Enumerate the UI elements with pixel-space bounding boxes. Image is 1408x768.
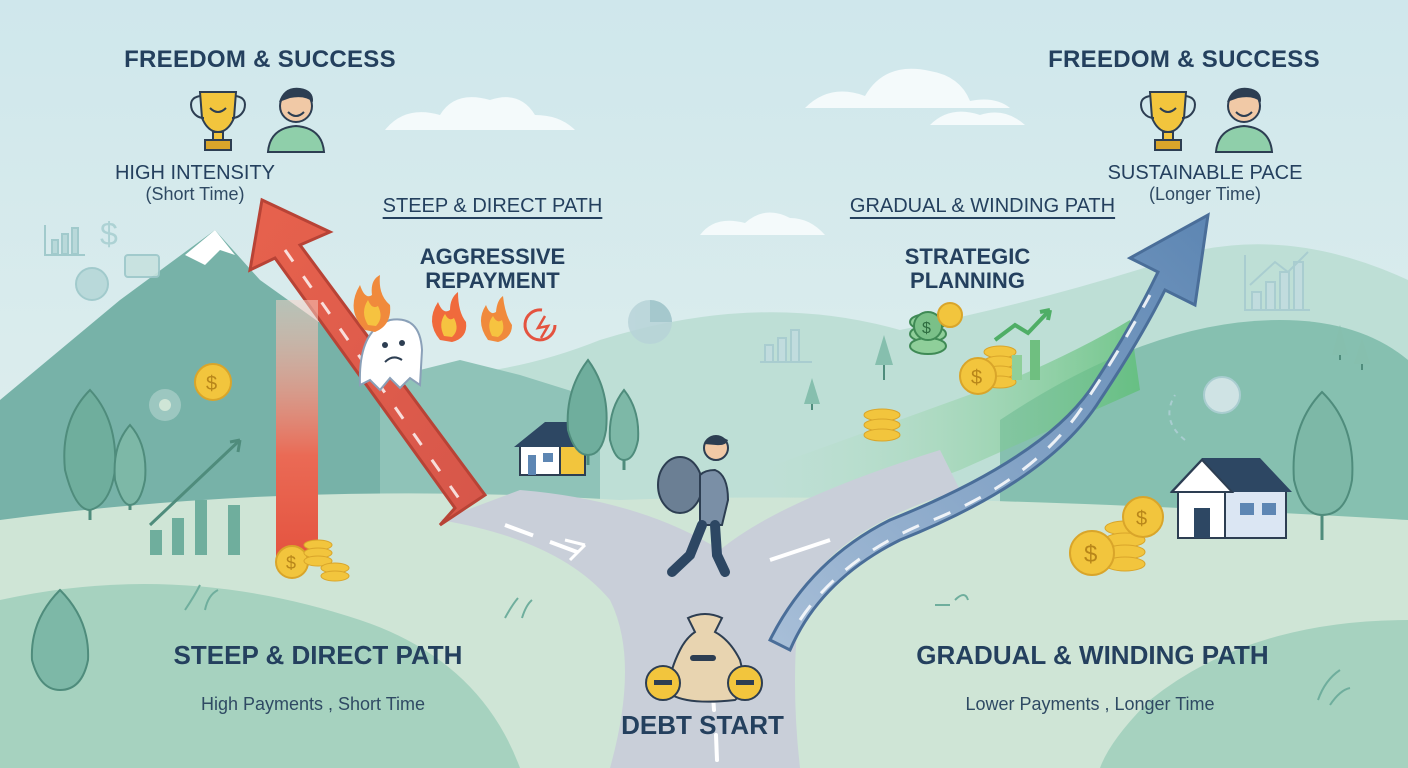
person-icon <box>1214 87 1274 153</box>
right-bottom-title: GRADUAL & WINDING PATH <box>916 640 1269 670</box>
plant-icon <box>184 584 1351 706</box>
chart-icon <box>148 438 242 555</box>
svg-text:$: $ <box>922 320 931 337</box>
right-pace-label: SUSTAINABLE PACE <box>1107 162 1303 184</box>
svg-text:$: $ <box>971 367 982 389</box>
left-strategy-line-1: AGGRESSIVE <box>419 244 566 269</box>
tree-icon <box>30 588 90 692</box>
right-strategy-line-1: STRATEGIC <box>904 244 1031 269</box>
right-top-title: FREEDOM & SUCCESS <box>1048 46 1320 73</box>
chart-icon <box>1168 251 1310 441</box>
cloud-icon <box>385 68 1025 235</box>
svg-text:$: $ <box>206 373 217 395</box>
svg-text:$: $ <box>1084 541 1097 568</box>
person-icon <box>266 87 326 153</box>
coin-icon: $ $ <box>1069 496 1164 576</box>
svg-text:$: $ <box>100 216 118 252</box>
tree-icon <box>63 388 147 520</box>
left-intensity-label: HIGH INTENSITY <box>114 162 275 184</box>
chart-icon: $ <box>44 216 160 301</box>
chart-icon <box>628 300 672 344</box>
ghost-icon <box>358 318 424 392</box>
coin-icon: $ $ <box>194 363 350 582</box>
tree-icon <box>566 358 640 470</box>
debt-start-label: DEBT START <box>621 710 784 740</box>
right-strategy-line-2: PLANNING <box>910 268 1025 293</box>
right-pace-note: (Longer Time) <box>1148 184 1262 204</box>
red-pillar <box>276 300 318 560</box>
tree-icon <box>804 325 1370 540</box>
right-path-label: GRADUAL & WINDING PATH <box>849 195 1116 217</box>
fire-icon <box>353 275 512 342</box>
left-top-title: FREEDOM & SUCCESS <box>124 46 396 73</box>
hiker-icon <box>657 435 730 577</box>
left-intensity-note: (Short Time) <box>145 184 245 204</box>
chart-icon <box>993 308 1052 380</box>
gear-icon <box>149 389 181 421</box>
house-icon <box>1169 458 1292 539</box>
trophy-icon <box>1140 91 1196 151</box>
svg-text:$: $ <box>1136 508 1147 530</box>
svg-text:$: $ <box>286 553 296 573</box>
left-strategy-line-2: REPAYMENT <box>425 268 560 293</box>
timer-icon <box>523 308 557 342</box>
trophy-icon <box>190 91 246 151</box>
money-bag-icon <box>645 613 763 703</box>
chart-icon <box>760 329 812 363</box>
winding-arrow <box>767 212 1210 653</box>
coin-icon: $ $ <box>863 302 1017 442</box>
left-bottom-note: High Payments , Short Time <box>200 694 426 714</box>
right-bottom-note: Lower Payments , Longer Time <box>965 694 1215 714</box>
left-path-label: STEEP & DIRECT PATH <box>382 195 603 217</box>
road <box>440 450 960 768</box>
left-bottom-title: STEEP & DIRECT PATH <box>173 640 463 670</box>
